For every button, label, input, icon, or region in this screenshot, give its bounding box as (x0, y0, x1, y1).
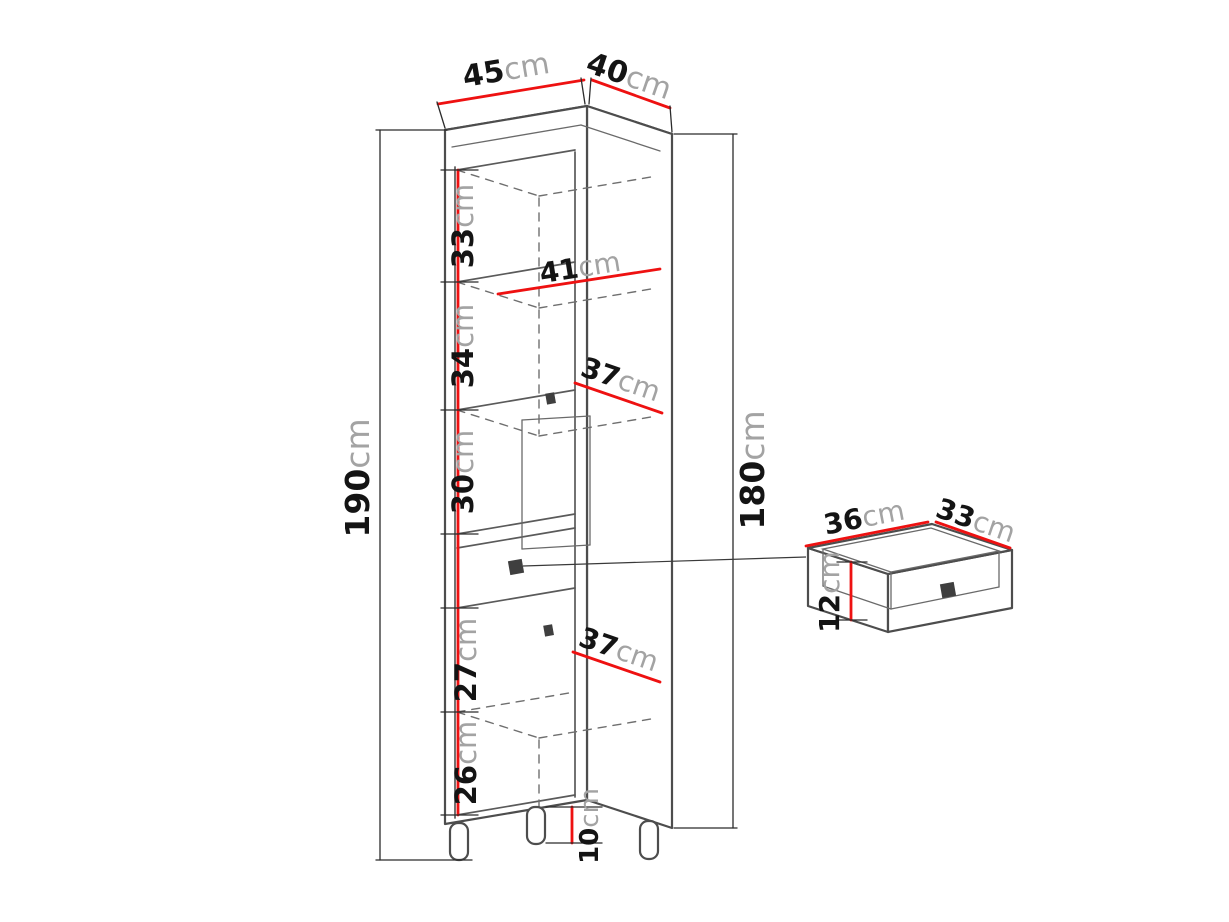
shelf-line-4-dashed (456, 691, 576, 713)
leg-front-right (525, 805, 547, 846)
fitting-square-icon-upper (545, 392, 556, 405)
shelf-depth-37-lower-line (571, 650, 662, 684)
label-section-27: 27cm (449, 618, 483, 703)
drawer-inner-bottom (822, 548, 1000, 610)
label-leg-height-10: 10cm (575, 788, 605, 864)
cabinet-side-face (585, 104, 674, 830)
width-45-line (436, 78, 586, 106)
shelf-depth-37-upper-line (573, 381, 664, 415)
drawer-front-bottom-edge (456, 587, 576, 609)
drawer-33-line (934, 520, 1012, 550)
shelf-width-41-line (496, 267, 662, 296)
drawer-detail-handle-icon (939, 581, 957, 599)
dimension-lines (375, 77, 1012, 861)
label-drawer-width-36: 36cm (821, 493, 907, 541)
label-shelf-width-41: 41cm (537, 244, 623, 289)
open-niche-back (521, 415, 591, 550)
label-section-33: 33cm (446, 184, 480, 269)
label-section-30: 30cm (446, 430, 480, 515)
drawer-front-top-edge (456, 527, 576, 549)
extension-lines (375, 77, 868, 861)
depth-dashed-lines (456, 169, 658, 813)
drawer-callout-line (522, 556, 807, 567)
drawer-36-line (804, 520, 930, 548)
top-panel-edge-side (580, 124, 661, 152)
label-section-26: 26cm (449, 721, 483, 806)
label-outer-depth: 40cm (582, 45, 676, 107)
depth-40-line (590, 78, 672, 110)
drawer-handle-icon (507, 558, 525, 576)
dimension-labels: 45cm 40cm 190cm 180cm 33cm 34cm 30cm 27c… (338, 45, 1020, 864)
interior-floor (456, 794, 576, 816)
shelf-line-3 (456, 513, 576, 535)
label-section-34: 34cm (446, 304, 480, 389)
label-body-height: 180cm (733, 410, 772, 529)
leg-back-right (638, 819, 660, 861)
fitting-square-icon-lower (543, 624, 554, 637)
shelf-line-1 (456, 261, 576, 283)
label-drawer-depth-33: 33cm (932, 491, 1020, 549)
label-outer-width: 45cm (460, 46, 552, 95)
interior-ceiling (456, 149, 576, 171)
top-panel-edge (451, 124, 582, 148)
label-drawer-height-12: 12cm (813, 551, 846, 633)
shelf-line-2 (456, 389, 576, 411)
label-total-height: 190cm (338, 418, 377, 537)
leg-front-left (448, 821, 470, 862)
